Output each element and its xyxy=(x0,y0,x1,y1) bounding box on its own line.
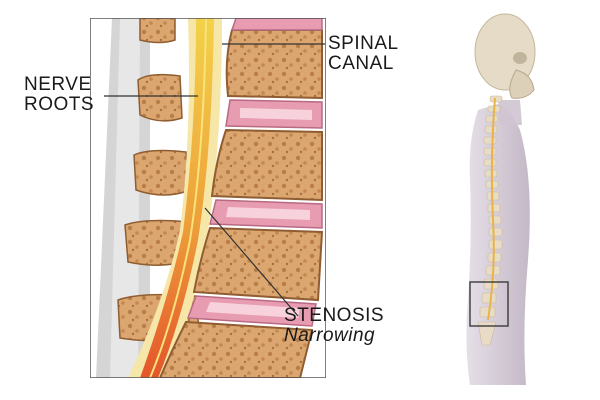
skull xyxy=(474,13,536,99)
label-stenosis-line1: STENOSIS xyxy=(284,305,385,326)
label-nerve-roots-line2: ROOTS xyxy=(24,94,95,115)
vertebral-column xyxy=(477,95,503,346)
lumbar-spine-cross-section-icon xyxy=(90,18,326,378)
label-nerve-roots: NERVE ROOTS xyxy=(24,75,94,115)
label-spinal-canal: SPINAL CANAL xyxy=(328,34,399,74)
human-body-skeleton-silhouette-icon xyxy=(466,13,536,385)
label-spinal-canal-line1: SPINAL xyxy=(328,33,399,54)
label-nerve-roots-line1: NERVE xyxy=(24,74,92,95)
highlight-box-icon xyxy=(469,281,509,327)
vertebral-bodies xyxy=(158,29,324,378)
label-spinal-canal-line2: CANAL xyxy=(328,53,394,74)
label-pointer-lines xyxy=(104,43,325,317)
nerve-bundle xyxy=(140,18,214,378)
label-stenosis-line2: Narrowing xyxy=(284,325,376,346)
label-stenosis: STENOSIS Narrowing xyxy=(284,306,384,346)
